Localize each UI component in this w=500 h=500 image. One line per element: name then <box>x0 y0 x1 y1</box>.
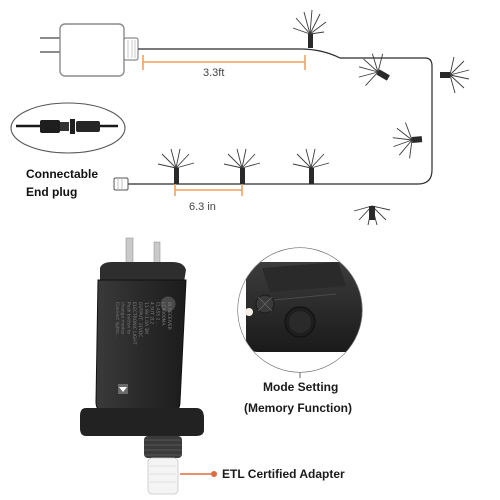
etl-leader-line <box>180 471 217 477</box>
mode-button-zoom <box>237 247 363 378</box>
adapter-label-line: IN RECEIVER <box>166 302 172 330</box>
lead-length-dimension <box>142 55 306 70</box>
spacing-dimension <box>174 184 243 196</box>
firework-light <box>292 9 327 48</box>
firework-light <box>223 148 261 184</box>
adapter-label-line: Push button to <box>125 302 131 334</box>
adapter-label-line: 4.5UT 2L2 <box>149 302 155 325</box>
adapter-label-line: ELECTRONIC LIGHT <box>131 302 137 345</box>
adapter-label-line: LC9000MA <box>160 302 166 325</box>
firework-light <box>358 53 390 86</box>
adapter-label-line: Connect lights... <box>114 302 120 338</box>
connector-icon <box>10 102 126 154</box>
adapter-label-line: OUTPUT: 31VDC <box>137 302 143 337</box>
firework-light <box>392 122 423 159</box>
etl-adapter-label: ETL Certified Adapter <box>222 467 345 481</box>
end-plug-icon <box>113 177 129 191</box>
memory-function-label: (Memory Function) <box>244 401 352 415</box>
lead-length-label: 3.3ft <box>203 67 225 79</box>
firework-light <box>157 148 195 184</box>
mode-setting-label: Mode Setting <box>263 380 339 394</box>
adapter-label-line: change modes <box>120 302 126 335</box>
firework-light <box>292 148 330 184</box>
firework-light <box>353 205 391 226</box>
plug-icon <box>40 23 139 77</box>
string-wire <box>128 48 433 185</box>
adapter-label-line: 11.9V-1.0A 3M <box>143 302 149 334</box>
firework-light <box>440 56 470 94</box>
connectable-label: Connectable <box>26 167 99 181</box>
mode-button-icon <box>284 306 316 338</box>
spacing-label: 6.3 in <box>189 201 216 213</box>
end-plug-label: End plug <box>26 185 78 199</box>
adapter-label-line: CLASS 2 ... <box>154 302 160 326</box>
